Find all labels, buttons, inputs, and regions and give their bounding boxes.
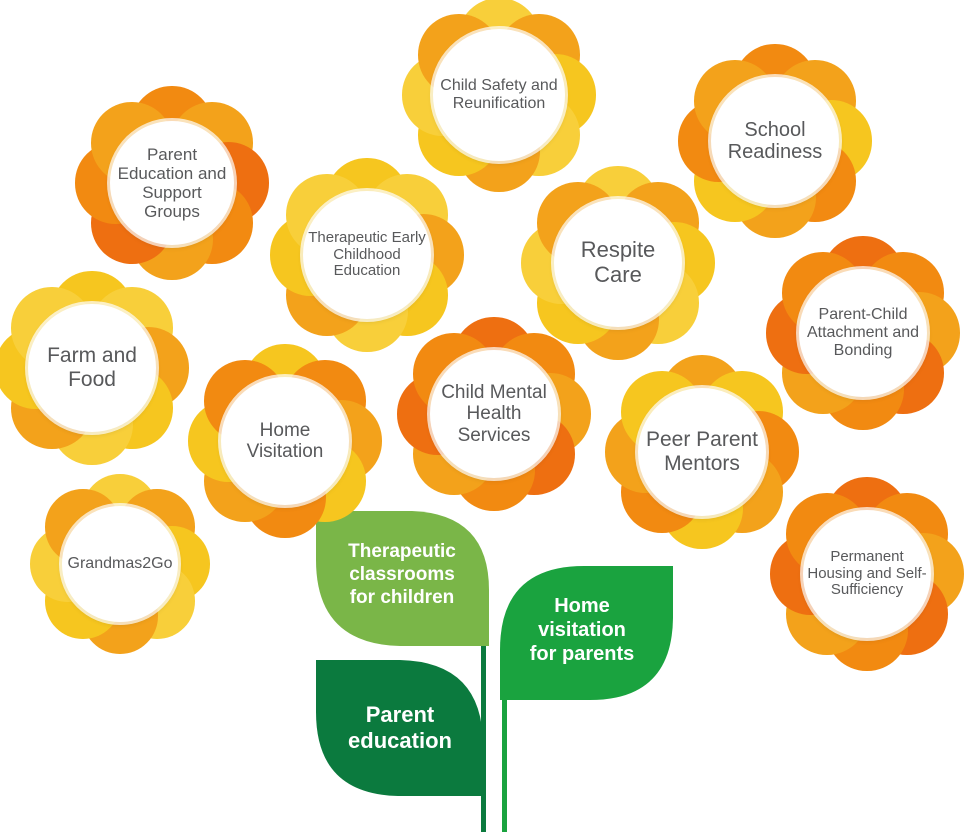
flower-center: Parent-Child Attachment and Bonding xyxy=(799,269,927,397)
flower-label: Respite Care xyxy=(580,237,656,287)
flower-grandmas2go: Grandmas2Go xyxy=(30,474,210,654)
flower-label: Parent Education and Support Groups xyxy=(117,144,227,222)
flower-center: Farm and Food xyxy=(28,304,156,432)
leaf-parent-education xyxy=(316,660,483,796)
flower-label: Home Visitation xyxy=(246,419,324,462)
flower-parent-education-support: Parent Education and Support Groups xyxy=(75,86,269,280)
flower-label: Child Mental Health Services xyxy=(441,382,547,446)
flower-center: Child Mental Health Services xyxy=(430,350,558,478)
flower-center: Child Safety and Reunification xyxy=(433,29,565,161)
flower-center: Peer Parent Mentors xyxy=(638,388,766,516)
leaf-label-parent-education: Parent education xyxy=(348,702,452,754)
flower-center: School Readiness xyxy=(711,77,839,205)
flower-label: Peer Parent Mentors xyxy=(645,428,759,475)
flower-center: Home Visitation xyxy=(221,377,349,505)
flower-child-mental-health: Child Mental Health Services xyxy=(397,317,591,511)
flower-label: Farm and Food xyxy=(47,344,137,391)
flower-farm-and-food: Farm and Food xyxy=(0,271,189,465)
leaf-label-therapeutic-classrooms: Therapeutic classrooms for children xyxy=(348,541,456,608)
flower-label: Parent-Child Attachment and Bonding xyxy=(806,306,920,359)
flower-parent-child-attachment: Parent-Child Attachment and Bonding xyxy=(766,236,960,430)
flower-therapeutic-early-childhood: Therapeutic Early Childhood Education xyxy=(270,158,464,352)
flower-child-safety: Child Safety and Reunification xyxy=(402,0,596,192)
flower-respite-care: Respite Care xyxy=(521,166,715,360)
flower-label: Grandmas2Go xyxy=(67,555,173,573)
stem-right xyxy=(502,690,507,832)
flower-home-visitation: Home Visitation xyxy=(188,344,382,538)
flower-label: Child Safety and Reunification xyxy=(440,77,558,112)
flower-center: Respite Care xyxy=(554,199,682,327)
flower-permanent-housing: Permanent Housing and Self-Sufficiency xyxy=(770,477,964,671)
leaf-therapeutic-classrooms xyxy=(316,511,489,646)
leaf-home-visitation-parents xyxy=(500,566,673,700)
leaf-label-home-visitation-parents: Home visitation for parents xyxy=(529,595,635,665)
flower-label: School Readiness xyxy=(727,118,823,163)
flower-center: Grandmas2Go xyxy=(62,506,178,622)
flower-center: Therapeutic Early Childhood Education xyxy=(303,191,431,319)
flower-label: Permanent Housing and Self-Sufficiency xyxy=(807,547,927,599)
flower-peer-parent-mentors: Peer Parent Mentors xyxy=(605,355,799,549)
stem-left xyxy=(481,640,486,832)
flower-center: Permanent Housing and Self-Sufficiency xyxy=(803,510,931,638)
flower-center: Parent Education and Support Groups xyxy=(110,121,234,245)
flower-school-readiness: School Readiness xyxy=(678,44,872,238)
flower-label: Therapeutic Early Childhood Education xyxy=(308,228,426,280)
